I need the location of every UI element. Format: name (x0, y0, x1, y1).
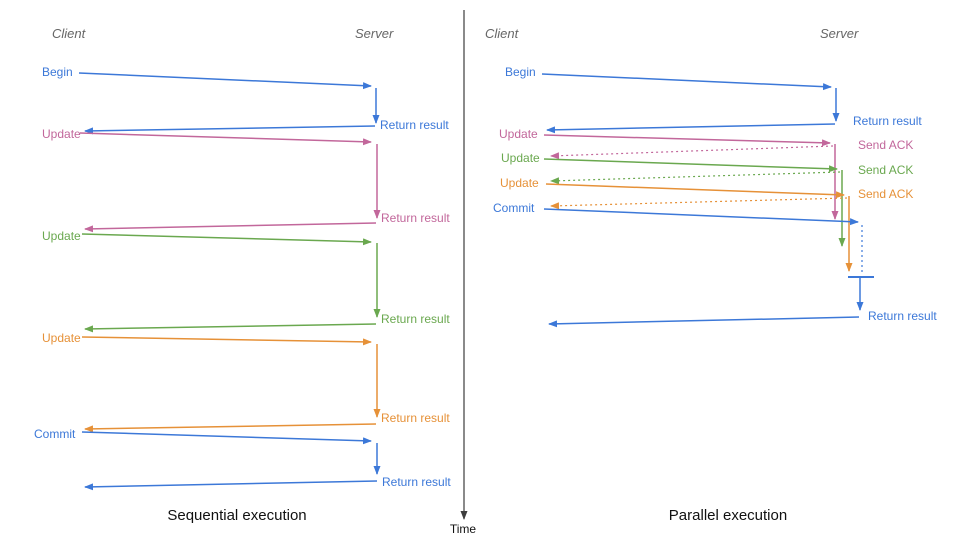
seq-commit-response-arrow (84, 480, 378, 491)
par-commit-label: Commit (493, 201, 535, 215)
par-update2-ack-label: Send ACK (858, 163, 913, 177)
sequential-title: Sequential execution (167, 507, 306, 524)
parallel-diagram: Client Server Begin Return result Update… (485, 26, 937, 524)
par-update3-request-arrow (545, 183, 845, 199)
par-update2-label: Update (501, 151, 540, 165)
seq-commit-response-label: Return result (382, 475, 451, 489)
seq-update1-response-arrow (84, 222, 377, 233)
seq-begin-request-arrow (78, 72, 372, 90)
seq-begin-response-label: Return result (380, 118, 449, 132)
par-update2-request-arrow (543, 158, 838, 173)
par-update2-ack-arrow (550, 171, 841, 185)
seq-update1-request-arrow (79, 132, 372, 146)
seq-client-header: Client (52, 26, 87, 41)
par-update1-request-arrow (543, 134, 831, 147)
seq-begin-response-arrow (84, 125, 376, 135)
seq-update1-label: Update (42, 127, 81, 141)
parallel-title: Parallel execution (669, 507, 787, 524)
seq-update1-response-label: Return result (381, 211, 450, 225)
seq-update2-response-arrow (84, 323, 377, 333)
par-begin-label: Begin (505, 65, 536, 79)
seq-update3-response-arrow (84, 423, 377, 433)
par-commit-request-arrow (543, 208, 859, 226)
par-client-header: Client (485, 26, 520, 41)
seq-commit-request-arrow (81, 431, 372, 445)
par-update1-ack-label: Send ACK (858, 138, 913, 152)
seq-begin-label: Begin (42, 65, 73, 79)
seq-commit-label: Commit (34, 427, 76, 441)
time-axis: Time (450, 10, 477, 536)
par-begin-response-label: Return result (853, 114, 922, 128)
par-update1-ack-arrow (550, 145, 834, 160)
par-commit-response-arrow (548, 316, 860, 328)
par-update3-label: Update (500, 176, 539, 190)
seq-update2-request-arrow (81, 233, 372, 246)
seq-update2-label: Update (42, 229, 81, 243)
sequential-diagram: Client Server Begin Return result Update… (34, 26, 451, 524)
seq-server-header: Server (355, 26, 394, 41)
par-begin-request-arrow (541, 73, 832, 91)
seq-update3-request-arrow (81, 336, 372, 346)
par-update1-label: Update (499, 127, 538, 141)
seq-update3-label: Update (42, 331, 81, 345)
seq-update2-response-label: Return result (381, 312, 450, 326)
seq-update3-response-label: Return result (381, 411, 450, 425)
par-begin-response-arrow (546, 123, 836, 134)
time-axis-label: Time (450, 522, 477, 536)
par-server-header: Server (820, 26, 859, 41)
par-update3-ack-arrow (550, 197, 848, 210)
par-commit-response-label: Return result (868, 309, 937, 323)
par-update3-ack-label: Send ACK (858, 187, 913, 201)
